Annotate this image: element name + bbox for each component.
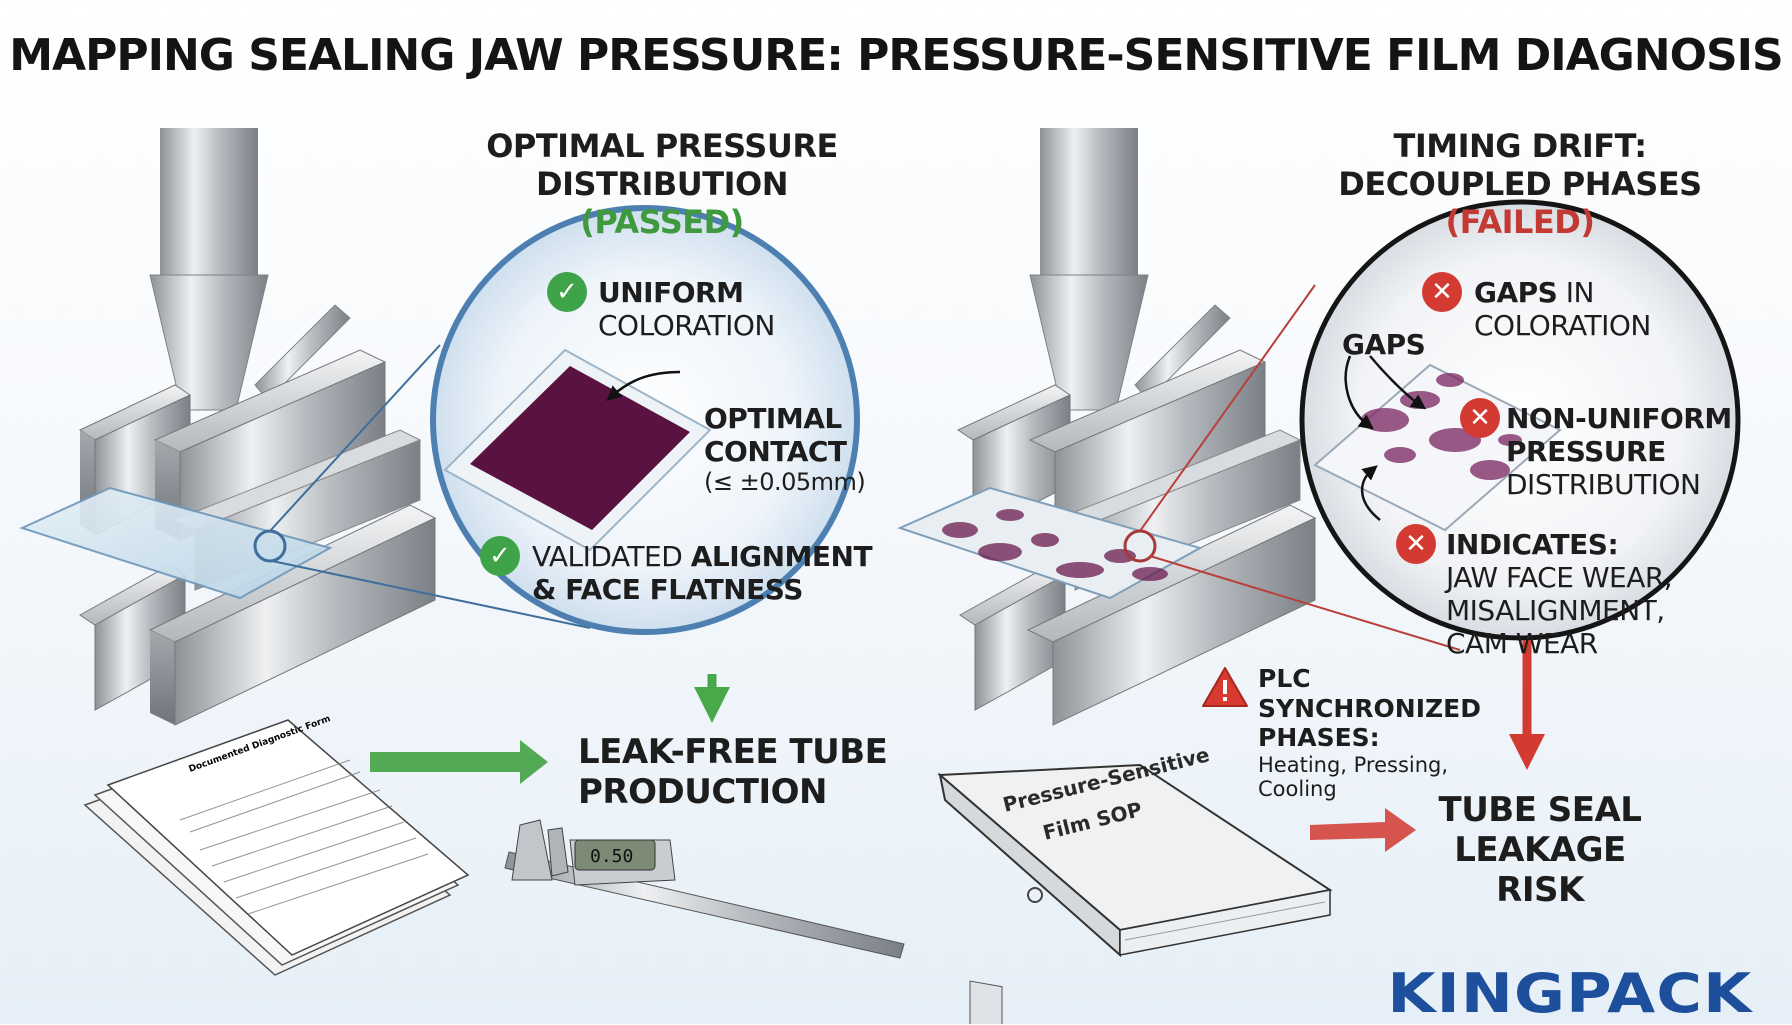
kingpack-logo: KINGPACK: [1387, 962, 1752, 1025]
left-heading: OPTIMAL PRESSURE DISTRIBUTION (PASSED): [462, 127, 862, 241]
left-callout-contact: OPTIMAL CONTACT (≤ ±0.05mm): [704, 402, 866, 497]
left-callout2-line3: (≤ ±0.05mm): [704, 468, 866, 497]
left-status: (PASSED): [580, 202, 744, 241]
right-callout-gaps: GAPS IN COLORATION: [1474, 276, 1651, 342]
plc-line5: Cooling: [1258, 777, 1337, 802]
check-circle-icon: ✓: [480, 536, 520, 576]
gaps-label: GAPS: [1342, 328, 1426, 361]
digital-caliper: 0.50: [504, 819, 905, 959]
left-sealing-machine: [19, 128, 437, 726]
plc-line3: PHASES:: [1258, 723, 1380, 752]
page-title: MAPPING SEALING JAW PRESSURE: PRESSURE-S…: [9, 30, 1783, 81]
warning-triangle-icon: [1202, 667, 1248, 707]
left-callout2-line1: OPTIMAL: [704, 402, 842, 435]
right-callout3-line4: CAM WEAR: [1446, 627, 1598, 661]
right-result-line1: TUBE SEAL: [1438, 790, 1642, 830]
right-callout1-rest1: IN: [1565, 276, 1595, 309]
right-arrow-green: [370, 740, 548, 784]
left-result: LEAK-FREE TUBE PRODUCTION: [578, 732, 888, 813]
check-circle-icon: ✓: [547, 272, 587, 312]
left-heading-line1: OPTIMAL PRESSURE: [486, 127, 838, 165]
right-result: TUBE SEAL LEAKAGE RISK: [1430, 790, 1650, 910]
left-magnifier-lens: [269, 205, 860, 635]
right-heading-line1: TIMING DRIFT:: [1393, 127, 1647, 165]
plc-line2: SYNCHRONIZED: [1258, 693, 1481, 723]
left-heading-line2: DISTRIBUTION: [536, 164, 788, 203]
left-callout1-bold: UNIFORM: [598, 276, 744, 309]
right-result-line2: LEAKAGE RISK: [1454, 830, 1626, 911]
x-circle-icon: ✕: [1422, 272, 1462, 312]
right-callout-nonuniform: NON-UNIFORM PRESSURE DISTRIBUTION: [1506, 402, 1732, 501]
right-arrow-red: [1310, 808, 1416, 852]
right-callout2-line2: PRESSURE: [1506, 435, 1666, 469]
right-callout3-line3: MISALIGNMENT,: [1446, 594, 1665, 628]
plc-line4: Heating, Pressing,: [1258, 752, 1449, 777]
right-callout1-bold: GAPS: [1474, 276, 1558, 309]
left-callout3-bold: ALIGNMENT: [690, 540, 873, 573]
left-callout2-line2: CONTACT: [704, 435, 847, 469]
right-heading-line2: DECOUPLED PHASES: [1338, 164, 1702, 203]
left-callout-alignment: VALIDATED ALIGNMENT & FACE FLATNESS: [532, 540, 873, 607]
right-callout1-rest2: COLORATION: [1474, 309, 1651, 343]
right-heading: TIMING DRIFT: DECOUPLED PHASES (FAILED): [1270, 127, 1770, 241]
right-sealing-machine: [897, 128, 1317, 726]
x-circle-icon: ✕: [1396, 524, 1436, 564]
left-callout3-prefix: VALIDATED: [532, 540, 683, 573]
left-callout3-line2: & FACE FLATNESS: [532, 573, 803, 607]
plc-phases-note: PLC SYNCHRONIZED PHASES: Heating, Pressi…: [1258, 664, 1481, 802]
right-callout2-line1: NON-UNIFORM: [1506, 402, 1732, 435]
right-callout-indicates: INDICATES: JAW FACE WEAR, MISALIGNMENT, …: [1446, 528, 1673, 661]
left-callout1-rest: COLORATION: [598, 309, 775, 343]
right-callout3-line2: JAW FACE WEAR,: [1446, 561, 1673, 595]
left-result-line2: PRODUCTION: [578, 772, 828, 813]
plc-line1: PLC: [1258, 664, 1311, 693]
right-callout2-line3: DISTRIBUTION: [1506, 468, 1701, 502]
left-result-line1: LEAK-FREE TUBE: [578, 732, 888, 772]
right-status: (FAILED): [1445, 202, 1595, 241]
right-callout3-line1: INDICATES:: [1446, 528, 1619, 561]
x-circle-icon: ✕: [1460, 398, 1500, 438]
left-callout-uniform: UNIFORM COLORATION: [598, 276, 775, 342]
caliper-reading: 0.50: [590, 846, 633, 867]
